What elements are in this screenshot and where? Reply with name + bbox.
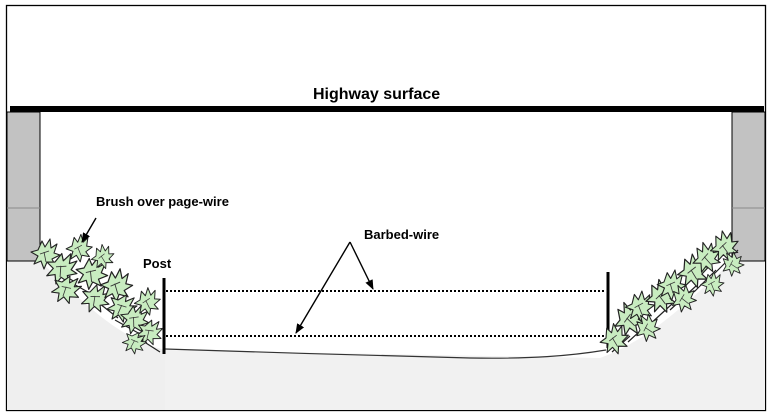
barbed-arrow-lower xyxy=(295,241,351,334)
highway-deck xyxy=(10,106,764,112)
brush-right xyxy=(595,226,750,359)
brush-left xyxy=(30,232,168,360)
barbed-wire-label: Barbed-wire xyxy=(364,227,440,242)
abutment-right xyxy=(731,111,766,262)
ground-line xyxy=(164,348,607,359)
highway-surface-label: Highway surface xyxy=(313,86,441,103)
barbed-arrow-upper xyxy=(349,241,374,290)
post-label: Post xyxy=(143,256,172,271)
embankment-left-fill xyxy=(7,261,165,410)
brush-arrow xyxy=(81,217,97,243)
abutment-left xyxy=(6,111,41,262)
brush-label: Brush over page-wire xyxy=(96,194,229,209)
ground-area xyxy=(7,261,765,410)
